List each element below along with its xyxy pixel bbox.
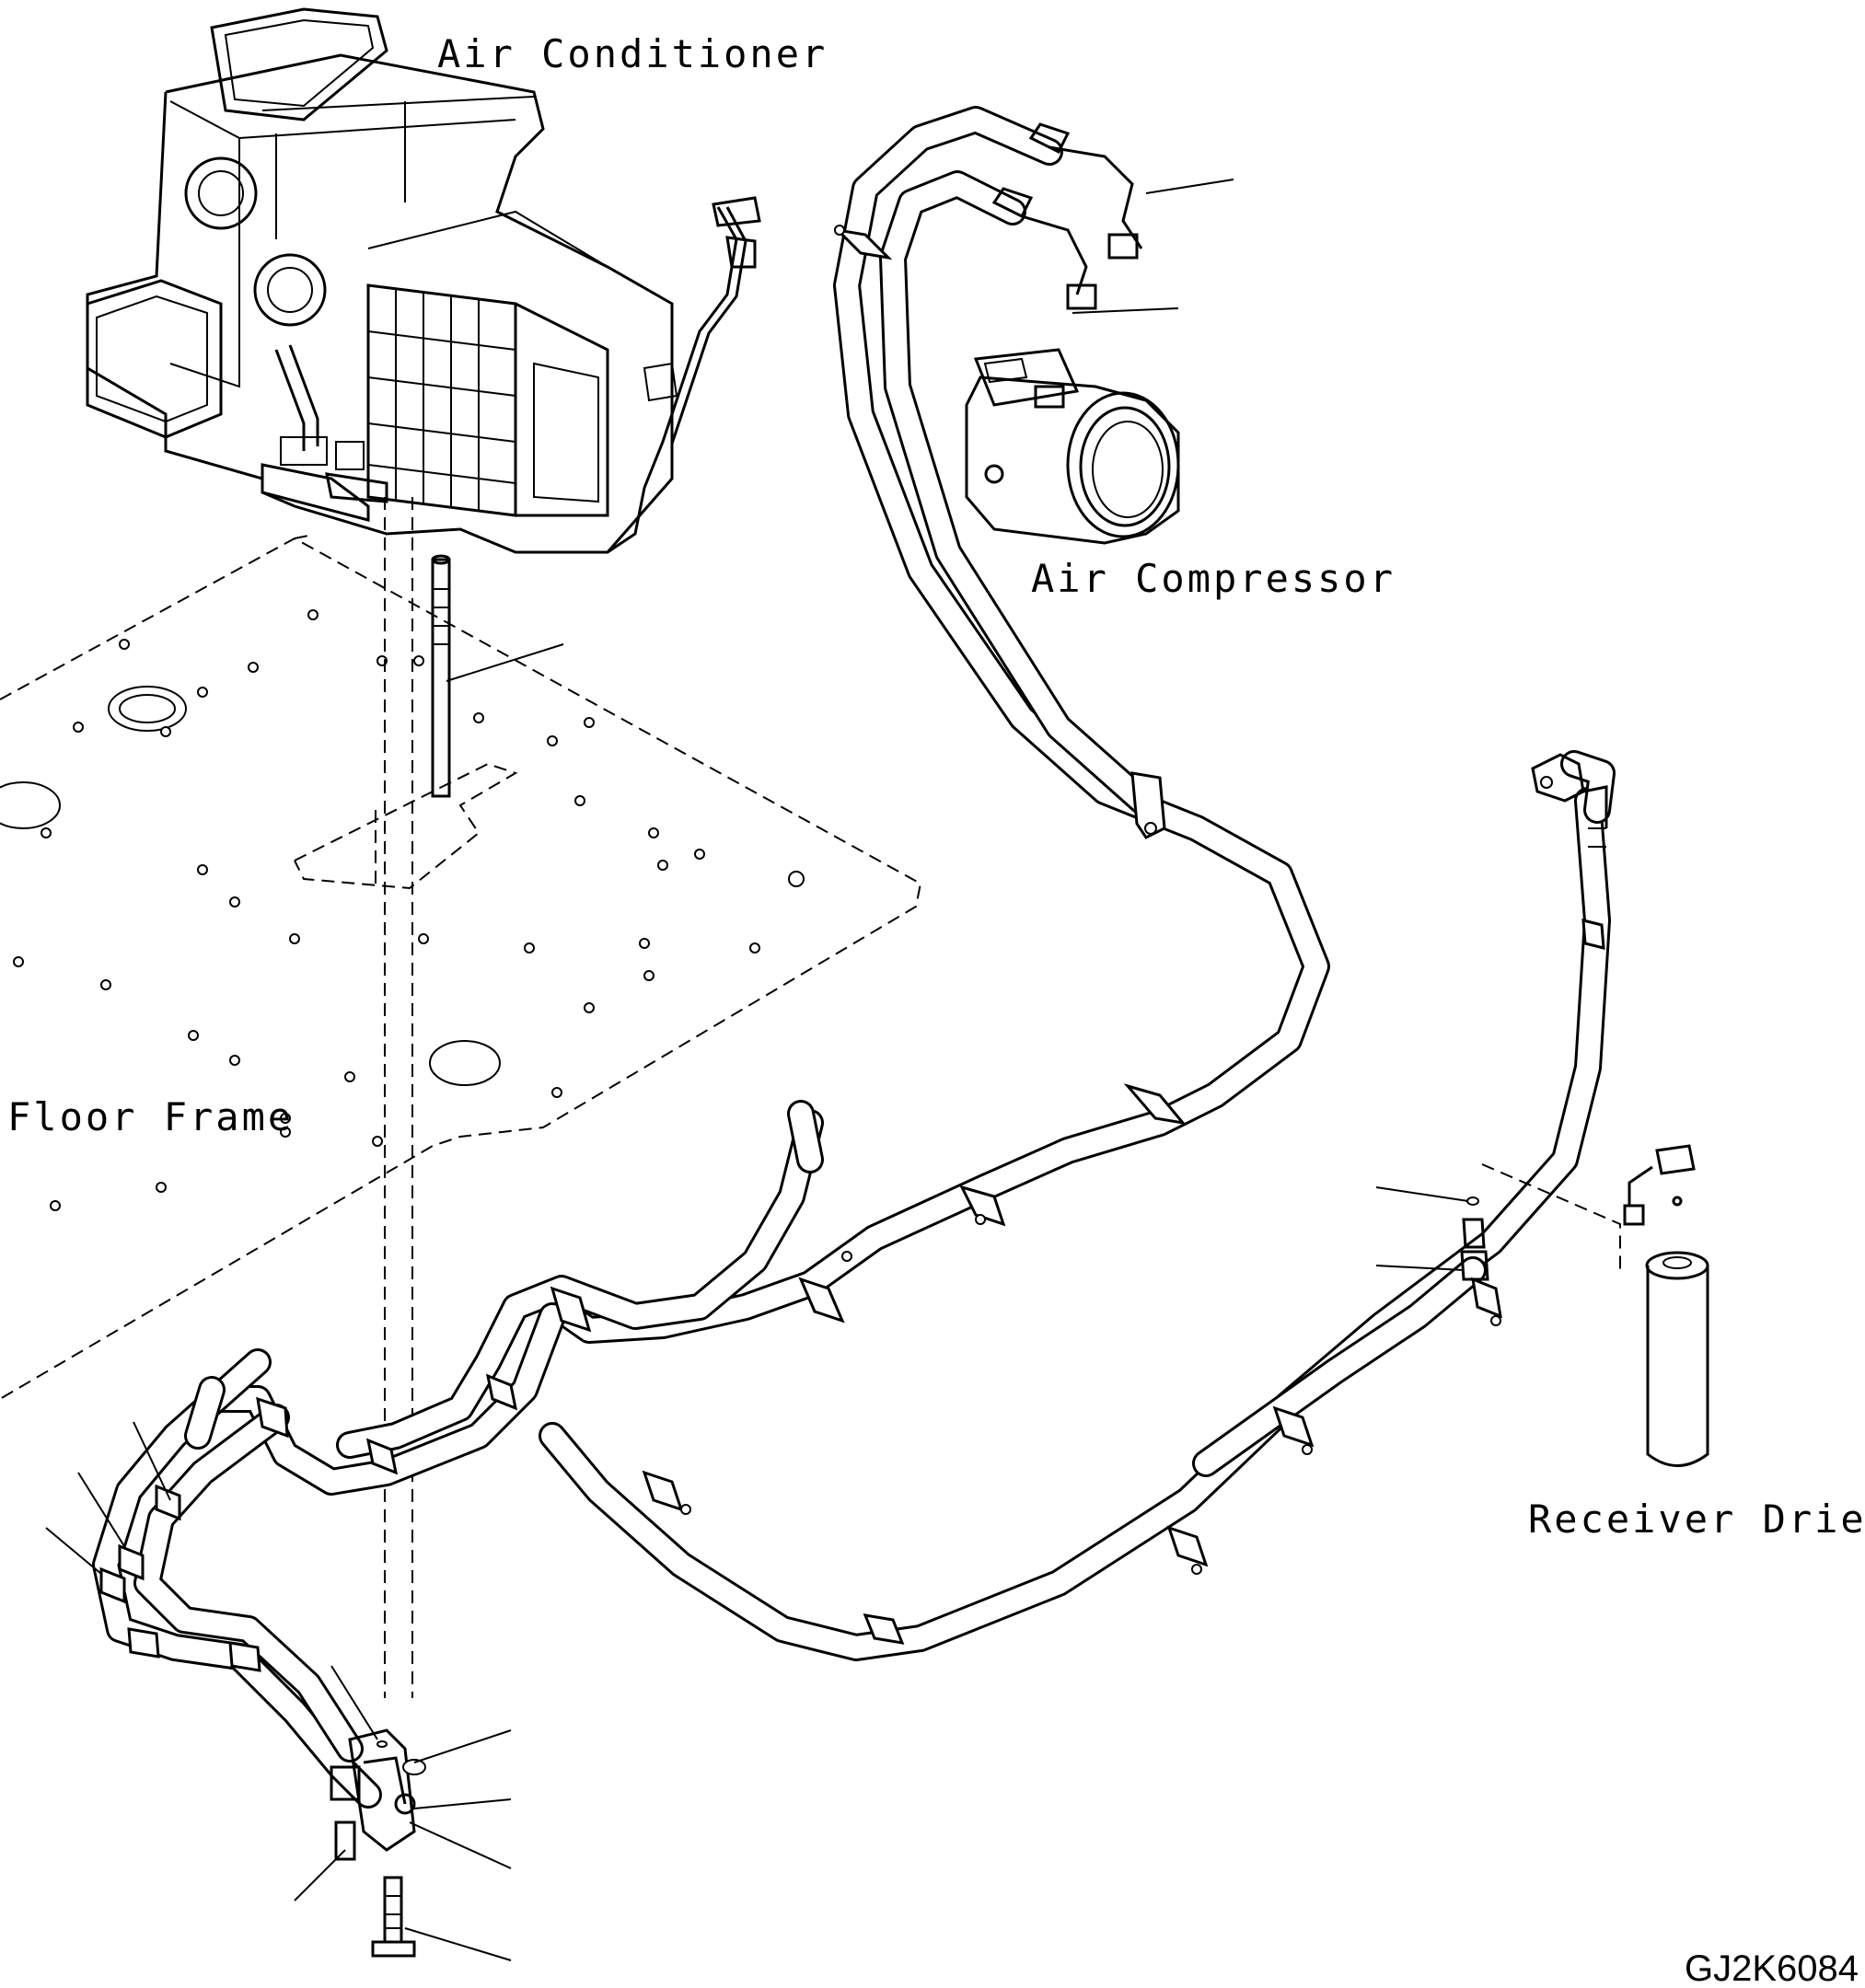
receiver-drier: Receiver Drier [1481, 1144, 1865, 1542]
hose-fittings [833, 122, 1234, 314]
floor-hole-large [429, 1040, 501, 1086]
air-conditioner-label: Air Conditioner [437, 31, 828, 76]
leader-line [1375, 1186, 1469, 1202]
floor-frame: Floor Frame [0, 535, 922, 1400]
floor-hole-large [0, 781, 61, 829]
leader-line [1375, 1265, 1465, 1271]
floor-frame-label: Floor Frame [7, 1094, 294, 1139]
air-conditioner-unit: Air Conditioner [86, 7, 828, 554]
hose-clamps [99, 771, 1605, 1672]
receiver-drier-label: Receiver Drier [1528, 1497, 1865, 1542]
air-compressor: Air Compressor [965, 348, 1396, 601]
air-compressor-label: Air Compressor [1031, 556, 1396, 601]
upper-right-fitting [1531, 753, 1608, 848]
drain-tube [431, 554, 564, 798]
refrigerant-hoses [92, 106, 1616, 1809]
leader-line [446, 643, 564, 682]
leader-line [1072, 307, 1179, 314]
drawing-id: GJ2K6084 [1685, 1948, 1859, 1988]
expansion-valve-assembly [45, 1421, 512, 1961]
drier-hose-fittings [1375, 1186, 1489, 1281]
leader-line [1145, 179, 1234, 194]
floor-small-holes [13, 609, 805, 1211]
leader-lines [45, 1421, 512, 1961]
projection-lines [375, 497, 413, 1698]
